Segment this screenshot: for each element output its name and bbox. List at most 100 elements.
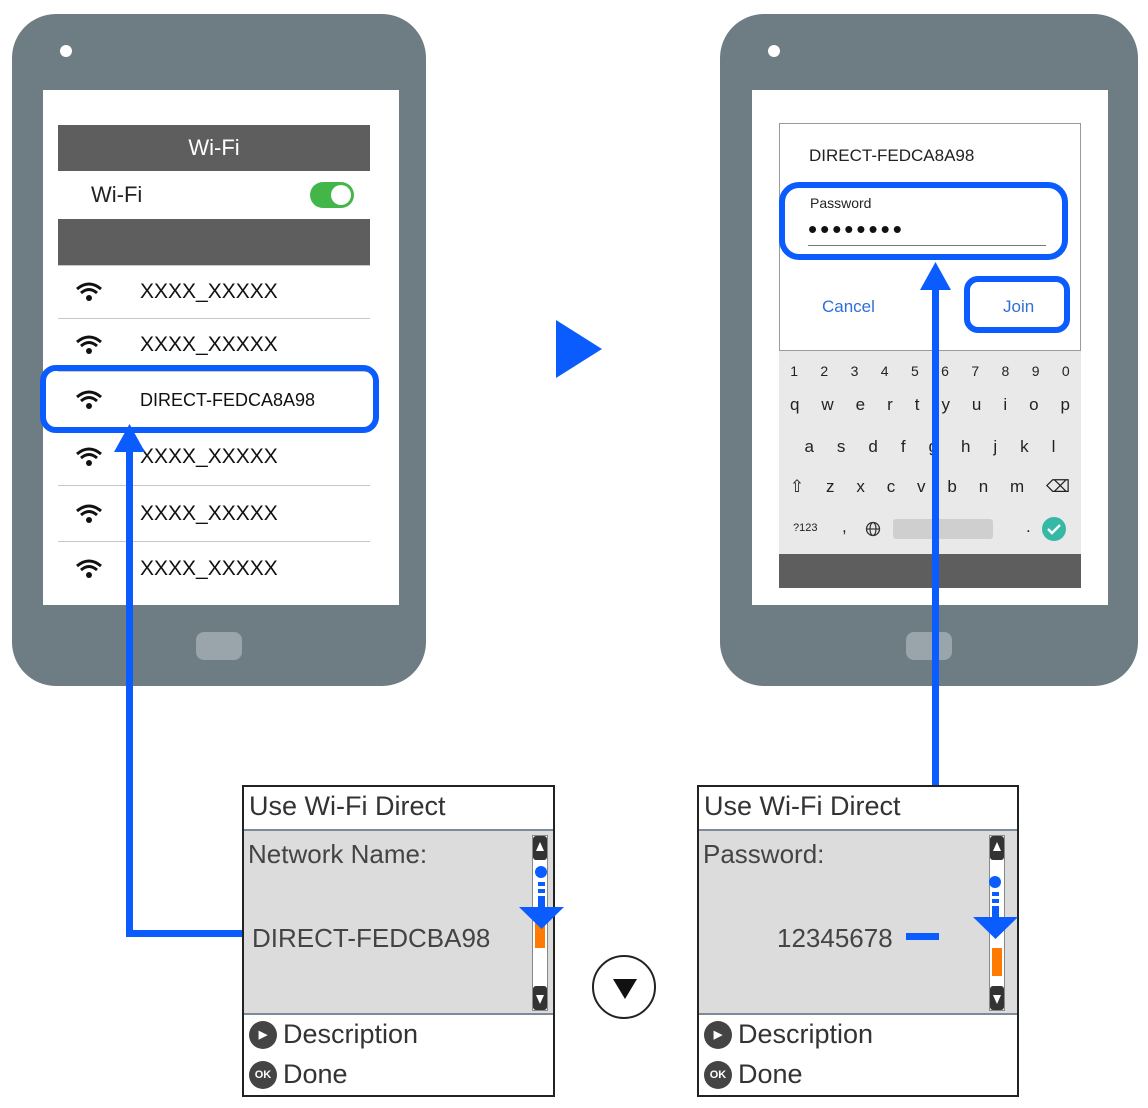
keyboard-row-asdf: a s d f g h j k l bbox=[779, 437, 1081, 457]
network-row[interactable]: XXXX_XXXXX bbox=[58, 318, 370, 371]
key[interactable]: 5 bbox=[910, 363, 919, 379]
network-connector-horizontal bbox=[126, 930, 242, 937]
comma-key[interactable]: , bbox=[842, 517, 847, 536]
scroll-hint-stem bbox=[992, 892, 999, 896]
key[interactable]: a bbox=[804, 437, 814, 456]
shift-key-icon[interactable]: ⇧ bbox=[789, 477, 805, 496]
password-input[interactable]: •••••••• bbox=[808, 212, 1046, 246]
down-button[interactable] bbox=[592, 955, 656, 1019]
left-home-button[interactable] bbox=[196, 632, 242, 660]
key[interactable]: t bbox=[914, 395, 920, 414]
lcd-done-label: Done bbox=[738, 1059, 803, 1089]
scroll-down-icon[interactable] bbox=[990, 986, 1004, 1010]
key[interactable]: 7 bbox=[971, 363, 980, 379]
lcd-network-name: DIRECT-FEDCBA98 bbox=[252, 923, 491, 953]
key[interactable]: i bbox=[1003, 395, 1008, 414]
key[interactable]: m bbox=[1010, 477, 1025, 496]
key[interactable]: d bbox=[868, 437, 878, 456]
join-button[interactable]: Join bbox=[1003, 297, 1035, 316]
key[interactable]: x bbox=[856, 477, 865, 496]
on-screen-keyboard: 1 2 3 4 5 6 7 8 9 0 q w e r t y u i o p … bbox=[779, 351, 1081, 554]
lcd-label: Network Name: bbox=[248, 839, 428, 869]
lcd-label: Password: bbox=[703, 839, 825, 869]
ok-button-icon: OK bbox=[704, 1060, 732, 1089]
key[interactable]: 6 bbox=[941, 363, 949, 379]
network-name: XXXX_XXXXX bbox=[140, 445, 278, 468]
network-connector-arrowhead-icon bbox=[114, 424, 145, 452]
scroll-up-icon[interactable] bbox=[990, 836, 1004, 860]
scroll-down-icon[interactable] bbox=[533, 986, 547, 1010]
scroll-hint-arrow-icon bbox=[973, 917, 1018, 939]
key[interactable]: l bbox=[1051, 437, 1056, 456]
scroll-hint-stem bbox=[992, 899, 999, 903]
enter-check-icon[interactable] bbox=[1042, 517, 1066, 541]
dialog-ssid: DIRECT-FEDCA8A98 bbox=[809, 146, 975, 165]
wifi-header-title: Wi-Fi bbox=[188, 135, 240, 160]
lcd-done-row[interactable]: OK Done bbox=[704, 1059, 803, 1090]
key[interactable]: f bbox=[900, 437, 906, 456]
key[interactable]: 2 bbox=[820, 363, 829, 379]
key[interactable]: c bbox=[886, 477, 896, 496]
keyboard-row-zxcv: ⇧ z x c v b n m ⌫ bbox=[779, 477, 1081, 497]
cancel-button[interactable]: Cancel bbox=[822, 297, 875, 316]
globe-icon[interactable] bbox=[865, 521, 881, 537]
password-connector-vertical bbox=[932, 280, 939, 940]
key[interactable]: h bbox=[960, 437, 971, 456]
key[interactable]: r bbox=[887, 395, 893, 414]
key[interactable]: e bbox=[855, 395, 866, 414]
key[interactable]: 8 bbox=[1001, 363, 1010, 379]
right-home-button[interactable] bbox=[906, 632, 952, 660]
key[interactable]: 4 bbox=[880, 363, 889, 379]
password-label: Password bbox=[810, 195, 872, 211]
network-name: XXXX_XXXXX bbox=[140, 557, 278, 580]
password-value: •••••••• bbox=[808, 214, 905, 244]
network-row-selected[interactable]: DIRECT-FEDCA8A98 bbox=[58, 371, 370, 428]
network-row[interactable]: XXXX_XXXXX bbox=[58, 428, 370, 485]
key[interactable]: o bbox=[1029, 395, 1039, 414]
play-button-icon: ▶ bbox=[704, 1020, 732, 1049]
wifi-toggle-row: Wi-Fi bbox=[58, 171, 370, 219]
key[interactable]: s bbox=[836, 437, 846, 456]
scroll-thumb[interactable] bbox=[992, 948, 1002, 976]
key[interactable]: q bbox=[789, 395, 800, 414]
key[interactable]: 3 bbox=[850, 363, 859, 379]
key[interactable]: u bbox=[971, 395, 982, 414]
period-key[interactable]: . bbox=[1026, 517, 1031, 536]
lcd-description-row[interactable]: ▶ Description bbox=[704, 1019, 873, 1050]
network-list: XXXX_XXXXX XXXX_XXXXX DIRECT-FEDCA8A98 X… bbox=[58, 265, 370, 596]
symbols-key[interactable]: ?123 bbox=[793, 522, 818, 534]
lcd-description-label: Description bbox=[283, 1019, 419, 1049]
lcd-done-row[interactable]: OK Done bbox=[249, 1059, 348, 1090]
scroll-thumb[interactable] bbox=[535, 920, 545, 948]
scroll-hint-stem bbox=[538, 882, 545, 886]
printer-lcd-network: Use Wi-Fi Direct Network Name: DIRECT-FE… bbox=[242, 785, 555, 1097]
network-row[interactable]: XXXX_XXXXX bbox=[58, 541, 370, 596]
scroll-up-icon[interactable] bbox=[533, 836, 547, 860]
key[interactable]: j bbox=[993, 437, 998, 456]
left-camera bbox=[60, 45, 72, 57]
lcd-password-value: 12345678 bbox=[777, 923, 893, 953]
scroll-hint-stem bbox=[538, 896, 545, 908]
space-bar[interactable] bbox=[893, 519, 993, 539]
lcd-description-row[interactable]: ▶ Description bbox=[249, 1019, 418, 1050]
key[interactable]: 9 bbox=[1031, 363, 1040, 379]
backspace-key-icon[interactable]: ⌫ bbox=[1046, 477, 1071, 496]
key[interactable]: 1 bbox=[790, 363, 798, 379]
key[interactable]: k bbox=[1020, 437, 1029, 456]
key[interactable]: 0 bbox=[1061, 363, 1070, 379]
key[interactable]: w bbox=[821, 395, 834, 414]
lcd-title: Use Wi-Fi Direct bbox=[249, 791, 446, 821]
password-field-highlight bbox=[779, 182, 1068, 260]
network-row[interactable]: XXXX_XXXXX bbox=[58, 485, 370, 541]
key[interactable]: n bbox=[978, 477, 989, 496]
key[interactable]: p bbox=[1060, 395, 1071, 414]
key[interactable]: b bbox=[947, 477, 957, 496]
wifi-toggle-switch[interactable] bbox=[310, 182, 354, 208]
lcd-title: Use Wi-Fi Direct bbox=[704, 791, 901, 821]
key[interactable]: z bbox=[826, 477, 835, 496]
network-row[interactable]: XXXX_XXXXX bbox=[58, 265, 370, 318]
key[interactable]: y bbox=[941, 395, 950, 414]
key[interactable]: v bbox=[917, 477, 926, 496]
lcd-body: Network Name: DIRECT-FEDCBA98 bbox=[244, 829, 553, 1015]
wifi-signal-icon bbox=[76, 390, 102, 409]
